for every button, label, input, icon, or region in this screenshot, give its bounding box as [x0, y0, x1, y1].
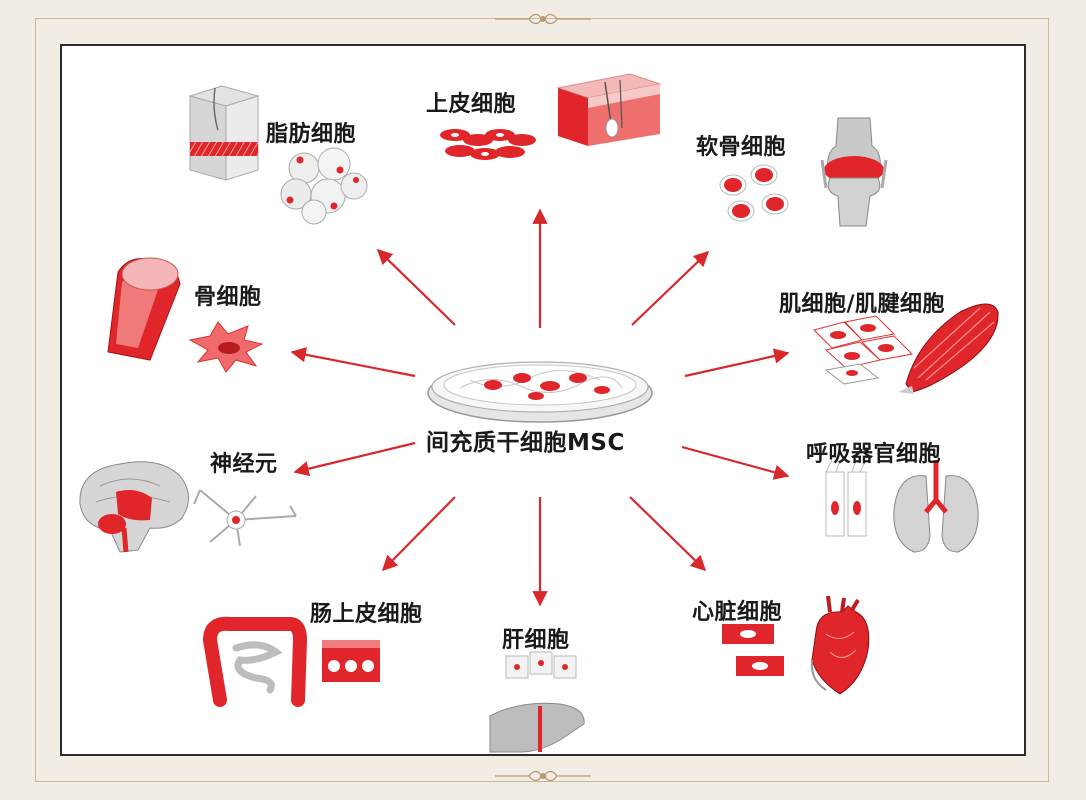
neuron-cell-icon: [193, 489, 297, 547]
intestinal-cells-icon: [322, 640, 380, 682]
label-epithelial: 上皮细胞: [426, 92, 517, 117]
bottom-ornament-icon: [495, 770, 591, 782]
arrow-to-osteocyte: [290, 347, 416, 378]
arrow-to-muscle: [684, 348, 790, 378]
label-liver: 肝细胞: [502, 628, 570, 653]
lungs-icon: [893, 460, 979, 553]
osteocyte-cell-icon: [188, 321, 264, 373]
top-ornament-icon: [495, 13, 591, 25]
heart-icon: [810, 595, 870, 695]
arrow-to-neuron: [293, 441, 416, 477]
adipose-tissue-icon: [188, 85, 260, 181]
arrow-to-cardiac: [629, 496, 707, 572]
chondrocyte-cells-icon: [719, 164, 789, 222]
liver-icon: [489, 702, 585, 753]
skin-tissue-icon: [556, 73, 662, 146]
arrow-to-chondrocyte: [631, 250, 710, 326]
label-chondrocyte: 软骨细胞: [696, 135, 787, 160]
petri-dish-icon: [427, 361, 653, 423]
muscle-cells-icon: [813, 315, 914, 385]
bone-icon: [107, 257, 181, 361]
label-intestinal: 肠上皮细胞: [310, 602, 423, 627]
differentiation-arrows: [290, 208, 790, 607]
brain-icon: [79, 461, 189, 553]
label-osteocyte: 骨细胞: [194, 285, 262, 310]
label-cardiac: 心脏细胞: [692, 600, 783, 625]
respiratory-cells-icon: [825, 459, 867, 537]
arrow-to-intestinal: [381, 496, 456, 572]
epithelial-cells-icon: [440, 129, 536, 160]
arrow-to-adipocyte: [376, 248, 456, 326]
arrow-to-respiratory: [681, 445, 790, 480]
label-neuron: 神经元: [210, 452, 278, 477]
label-respiratory: 呼吸器官细胞: [806, 442, 942, 467]
label-adipocyte: 脂肪细胞: [266, 122, 357, 147]
knee-joint-icon: [820, 117, 888, 227]
center-msc-label: 间充质干细胞MSC: [426, 430, 625, 456]
hepatocyte-cells-icon: [505, 651, 577, 679]
label-muscle-tendon: 肌细胞/肌腱细胞: [779, 292, 946, 317]
muscle-tissue-icon: [898, 303, 999, 394]
adipocyte-cells-icon: [280, 147, 368, 225]
cardiac-cells-icon: [722, 624, 784, 676]
intestine-icon: [202, 616, 308, 707]
